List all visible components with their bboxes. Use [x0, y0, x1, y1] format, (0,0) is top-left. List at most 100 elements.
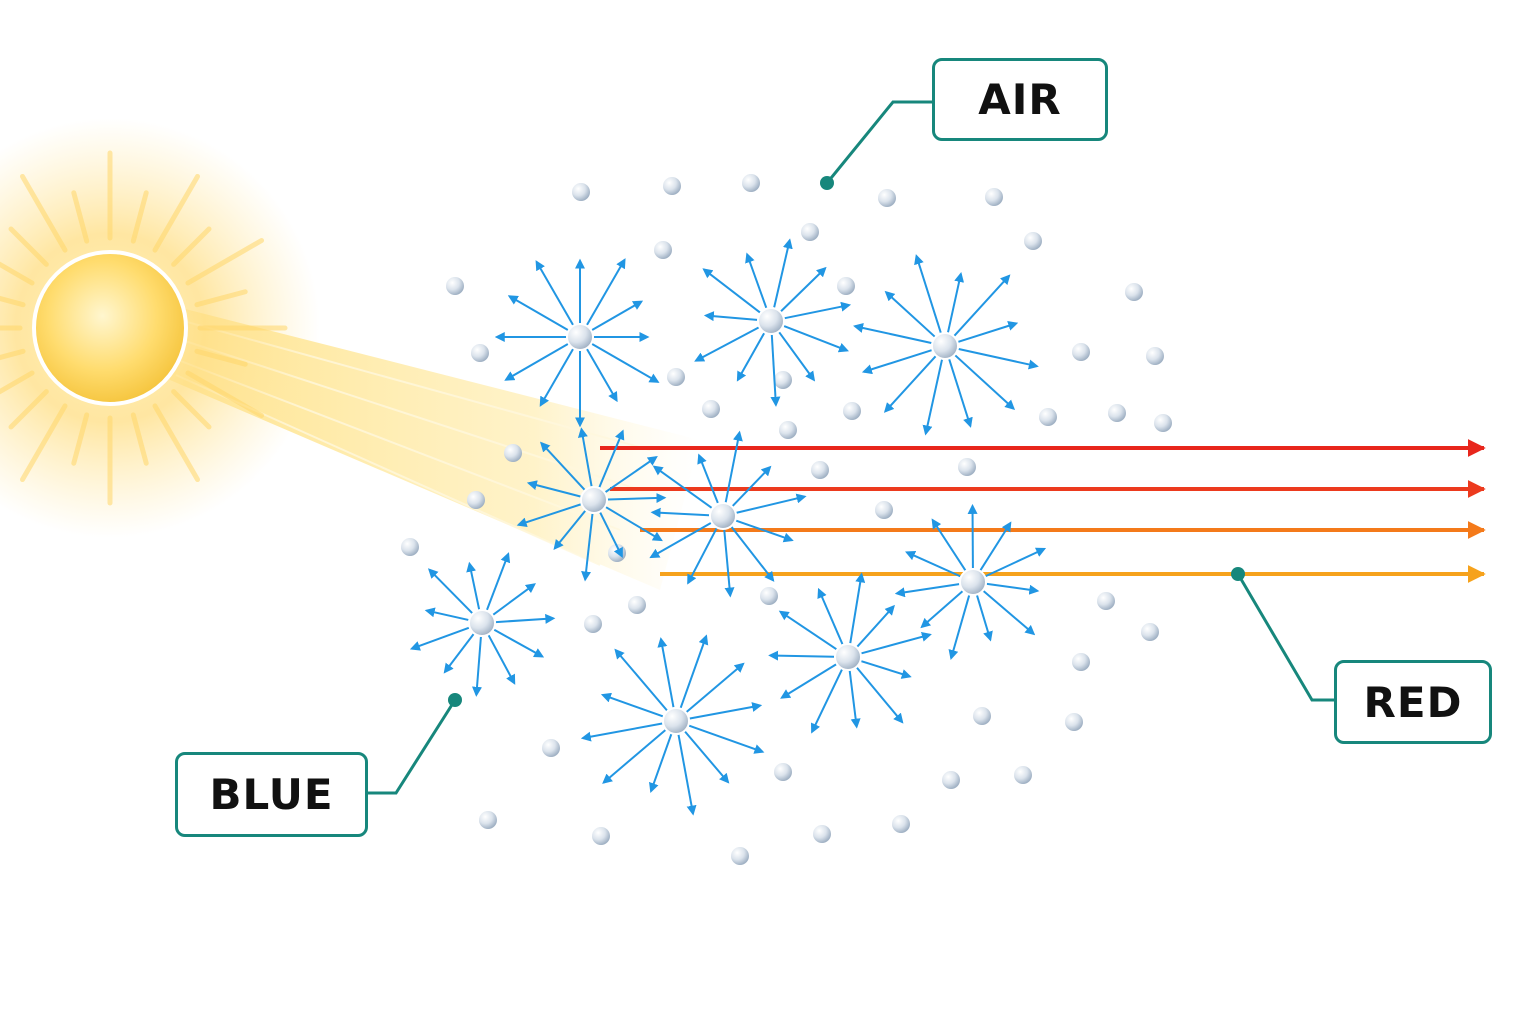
scatter-arrow — [905, 551, 961, 578]
scatter-arrow — [586, 348, 618, 403]
scatter-arrow — [679, 634, 709, 709]
scatter-arrow — [948, 359, 973, 428]
air-leader-dot — [820, 176, 834, 190]
scatter-arrow — [954, 354, 1016, 410]
air-molecule-icon — [1097, 592, 1115, 610]
air-molecule-icon — [931, 332, 959, 360]
scatter-arrow — [540, 441, 586, 491]
scatter-arrow — [507, 295, 569, 331]
scatter-arrow — [466, 561, 481, 610]
scatter-arrow — [778, 610, 837, 651]
scatter-arrow — [472, 636, 482, 697]
air-molecule-icon — [774, 371, 792, 389]
scatter-arrow — [581, 513, 594, 582]
air-molecule-icon — [811, 461, 829, 479]
scatter-arrow — [689, 702, 763, 720]
scatter-arrow — [580, 722, 663, 742]
scatter-arrow — [526, 480, 581, 498]
air-molecule-icon — [1141, 623, 1159, 641]
blue-leader — [368, 699, 457, 795]
air-molecule-icon — [628, 596, 646, 614]
scatter-arrow — [703, 311, 758, 322]
air-molecule-icon — [892, 815, 910, 833]
air-leader — [825, 100, 932, 184]
scatter-arrow — [649, 733, 673, 793]
air-molecule-icon — [592, 827, 610, 845]
air-molecule-icon — [1146, 347, 1164, 365]
air-molecule-icon — [504, 444, 522, 462]
blue-label: BLUE — [175, 752, 368, 837]
scatter-arrow — [985, 547, 1047, 578]
air-molecule-icon — [760, 587, 778, 605]
red-label: RED — [1334, 660, 1492, 744]
scatter-arrow — [591, 300, 644, 331]
scatter-arrow — [686, 662, 745, 713]
air-molecule-icon — [878, 189, 896, 207]
scatter-arrow — [922, 359, 943, 436]
air-molecule-icon — [702, 400, 720, 418]
blue-leader-dot — [448, 693, 462, 707]
air-molecule-icon — [479, 811, 497, 829]
air-molecule-icon — [1065, 713, 1083, 731]
scatter-arrow — [780, 663, 837, 699]
scatter-arrow — [856, 604, 895, 648]
scatter-arrow — [780, 266, 827, 312]
scatter-arrow — [783, 325, 849, 353]
scatter-burst-icon — [768, 572, 932, 734]
air-molecule-icon — [467, 491, 485, 509]
air-molecule-icon — [471, 344, 489, 362]
air-molecule-icon — [1072, 653, 1090, 671]
air-molecule-icon — [1039, 408, 1057, 426]
sun-icon — [0, 118, 320, 538]
scatter-arrow — [861, 660, 912, 679]
scatter-burst-icon — [494, 258, 660, 428]
scatter-arrow — [736, 493, 807, 514]
scatter-arrow — [684, 731, 730, 784]
scatter-burst-icon — [649, 430, 807, 598]
air-molecule-icon — [572, 183, 590, 201]
air-molecule-icon — [580, 486, 608, 514]
scatter-arrow — [731, 465, 772, 507]
air-molecule-icon — [801, 223, 819, 241]
air-molecule-icon — [959, 568, 987, 596]
scatter-arrow — [649, 522, 712, 559]
scatter-arrow — [586, 258, 626, 326]
scatter-arrow — [979, 521, 1012, 571]
scatter-burst-icon — [580, 634, 765, 816]
scatter-arrow — [504, 343, 569, 381]
scatter-arrow — [958, 348, 1039, 370]
air-molecule-icon — [779, 421, 797, 439]
air-molecule-icon — [1108, 404, 1126, 422]
air-label: AIR — [932, 58, 1108, 141]
scatter-arrow — [650, 507, 710, 518]
scatter-arrow — [688, 724, 765, 754]
air-molecule-icon — [813, 825, 831, 843]
scatter-arrow — [931, 518, 967, 571]
air-molecule-icon — [774, 763, 792, 781]
scatter-arrow — [702, 268, 761, 314]
air-molecule-icon — [837, 277, 855, 295]
scatter-arrow — [914, 254, 942, 333]
scatter-arrow — [861, 631, 932, 655]
scatter-arrow — [577, 427, 593, 487]
scatter-arrow — [424, 607, 469, 621]
scatter-burst-icon — [894, 503, 1047, 661]
scatter-burst-icon — [853, 254, 1039, 436]
air-molecule-icon — [742, 174, 760, 192]
air-molecule-icon — [843, 402, 861, 420]
scatter-arrow — [677, 734, 697, 816]
air-molecule-icon — [834, 643, 862, 671]
callout-lines — [368, 100, 1334, 795]
air-molecule-icon — [1125, 283, 1143, 301]
scatter-arrow — [535, 260, 574, 326]
air-molecule-icon — [663, 177, 681, 195]
scatter-burst-icon — [694, 238, 852, 407]
scatter-arrow — [948, 595, 971, 661]
scatter-arrow — [516, 503, 582, 528]
scatter-arrow — [958, 321, 1019, 343]
scatter-arrow — [894, 583, 960, 598]
scatter-arrow — [745, 252, 768, 309]
scatter-arrow — [492, 583, 536, 616]
